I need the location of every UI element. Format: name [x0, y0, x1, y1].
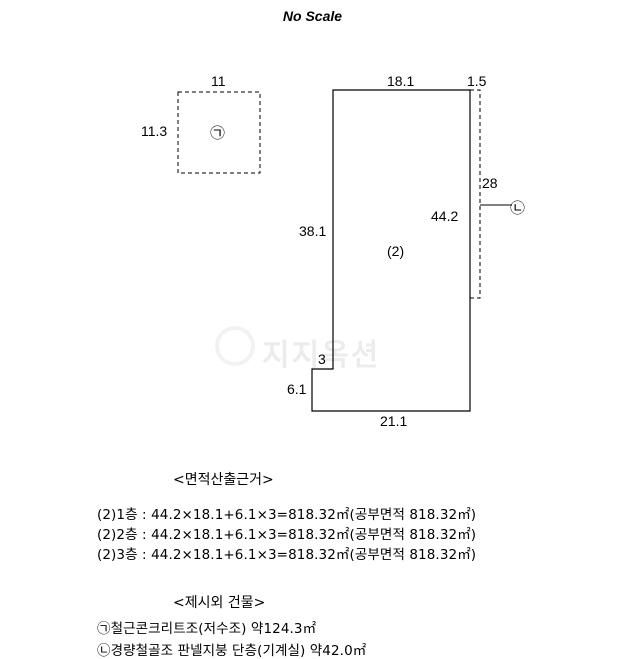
- watermark-text: 지지옥션: [262, 338, 381, 373]
- annex-small-side-dim: 11.3: [141, 123, 168, 139]
- annex-side-outline: [470, 89, 481, 299]
- main-top-dim: 18.1: [387, 73, 415, 89]
- area-basis-line-3: (2)3층 : 44.2×18.1+6.1×3=818.32㎡(공부면적 818…: [97, 547, 477, 563]
- notch-top-dim: 3: [318, 351, 326, 367]
- main-building-label: (2): [387, 243, 405, 259]
- main-right-dim: 44.2: [431, 208, 459, 224]
- excluded-building-line-1: ㉠철근콘크리트조(저수조) 약124.3㎡: [97, 621, 317, 637]
- main-bottom-dim: 21.1: [380, 413, 408, 429]
- annex-side-dim: 28: [482, 175, 498, 191]
- notch-side-dim: 6.1: [287, 381, 307, 397]
- scale-note: No Scale: [282, 8, 343, 24]
- excluded-building-line-2: ㉡경량철골조 판넬지붕 단층(기계실) 약42.0㎡: [97, 643, 367, 659]
- main-top-right-dim: 1.5: [467, 73, 487, 89]
- annex-small-outline: [177, 91, 261, 174]
- annex-small-marker-icon: ㉠: [210, 125, 226, 142]
- main-left-dim: 38.1: [299, 223, 327, 239]
- watermark-logo: [215, 326, 255, 366]
- annex-side-marker-icon: ㉡: [510, 200, 526, 217]
- annex-small-top-dim: 11: [211, 73, 226, 89]
- area-basis-line-1: (2)1층 : 44.2×18.1+6.1×3=818.32㎡(공부면적 818…: [97, 507, 477, 523]
- area-basis-heading: <면적산출근거>: [173, 472, 274, 488]
- area-basis-line-2: (2)2층 : 44.2×18.1+6.1×3=818.32㎡(공부면적 818…: [97, 527, 477, 543]
- excluded-buildings-heading: <제시외 건물>: [173, 595, 266, 611]
